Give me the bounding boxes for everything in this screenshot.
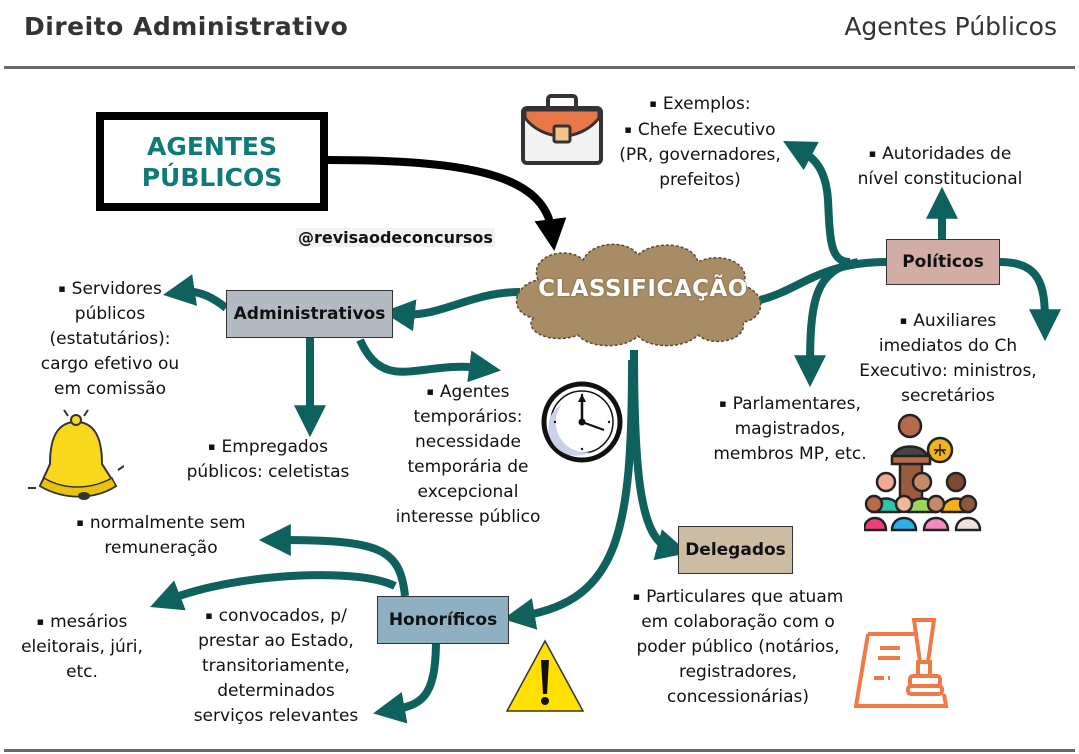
root-agentes-publicos: AGENTES PÚBLICOS [96,112,328,211]
text-exemplos-chefe-executivo: Exemplos: Chefe Executivo (PR, governado… [600,91,800,193]
connector-classificacao-to-delegados [630,349,689,561]
node-honorificos: Honoríficos [377,596,509,644]
root-line-1: AGENTES [146,131,277,161]
text-autoridades-constitucionais: Autoridades de nível constitucional [838,141,1042,192]
classificacao-label: CLASSIFICAÇÃO [538,276,748,302]
footer-divider [4,749,1075,752]
assembly-icon [864,413,982,532]
header-title-right: Agentes Públicos [844,12,1057,41]
connector-honorificos-to-remuneracao [258,524,409,597]
connector-classificacao-to-politicos [758,258,887,304]
connector-administrativos-to-temporarios [356,338,502,383]
text-auxiliares-imediatos: Auxiliares imediatos do Ch Executivo: mi… [838,308,1058,409]
cloud-shape [515,243,762,347]
text-sem-remuneracao: normalmente sem remuneração [56,510,266,561]
connector-classificacao-to-honorificos [503,359,636,630]
node-delegados: Delegados [678,526,793,574]
node-politicos: Políticos [886,239,1000,285]
header-title-left: Direito Administrativo [24,12,349,41]
node-administrativos: Administrativos [226,290,393,338]
warning-icon [505,639,585,712]
text-agentes-temporarios: Agentes temporários: necessidade temporá… [370,379,566,530]
text-servidores-publicos: Servidores públicos (estatutários): carg… [20,276,200,402]
clock-icon [541,381,623,463]
root-line-2: PÚBLICOS [141,162,283,192]
text-particulares-colaboracao: Particulares que atuam em colaboração co… [606,584,870,710]
stamp-icon [854,618,949,708]
briefcase-icon [521,94,603,165]
connector-honorificos-to-convocados [373,639,440,724]
text-mesarios: mesários eleitorais, júri, etc. [4,609,160,685]
connector-honorificos-to-mesarios [150,571,397,611]
bell-icon [28,409,124,500]
connector-politicos-to-chefe-executivo [783,140,851,266]
connector-root-to-classificacao [327,156,567,252]
text-empregados-publicos: Empregados públicos: celetistas [168,434,368,485]
text-convocados: convocados, p/ prestar ao Estado, transi… [170,603,382,729]
connector-classificacao-to-administrativos [382,288,521,332]
text-parlamentares: Parlamentares, magistrados, membros MP, … [692,391,888,467]
connector-politicos-to-parlamentares [794,258,859,388]
header-divider [4,66,1075,69]
author-handle: @revisaodeconcursos [296,228,495,247]
